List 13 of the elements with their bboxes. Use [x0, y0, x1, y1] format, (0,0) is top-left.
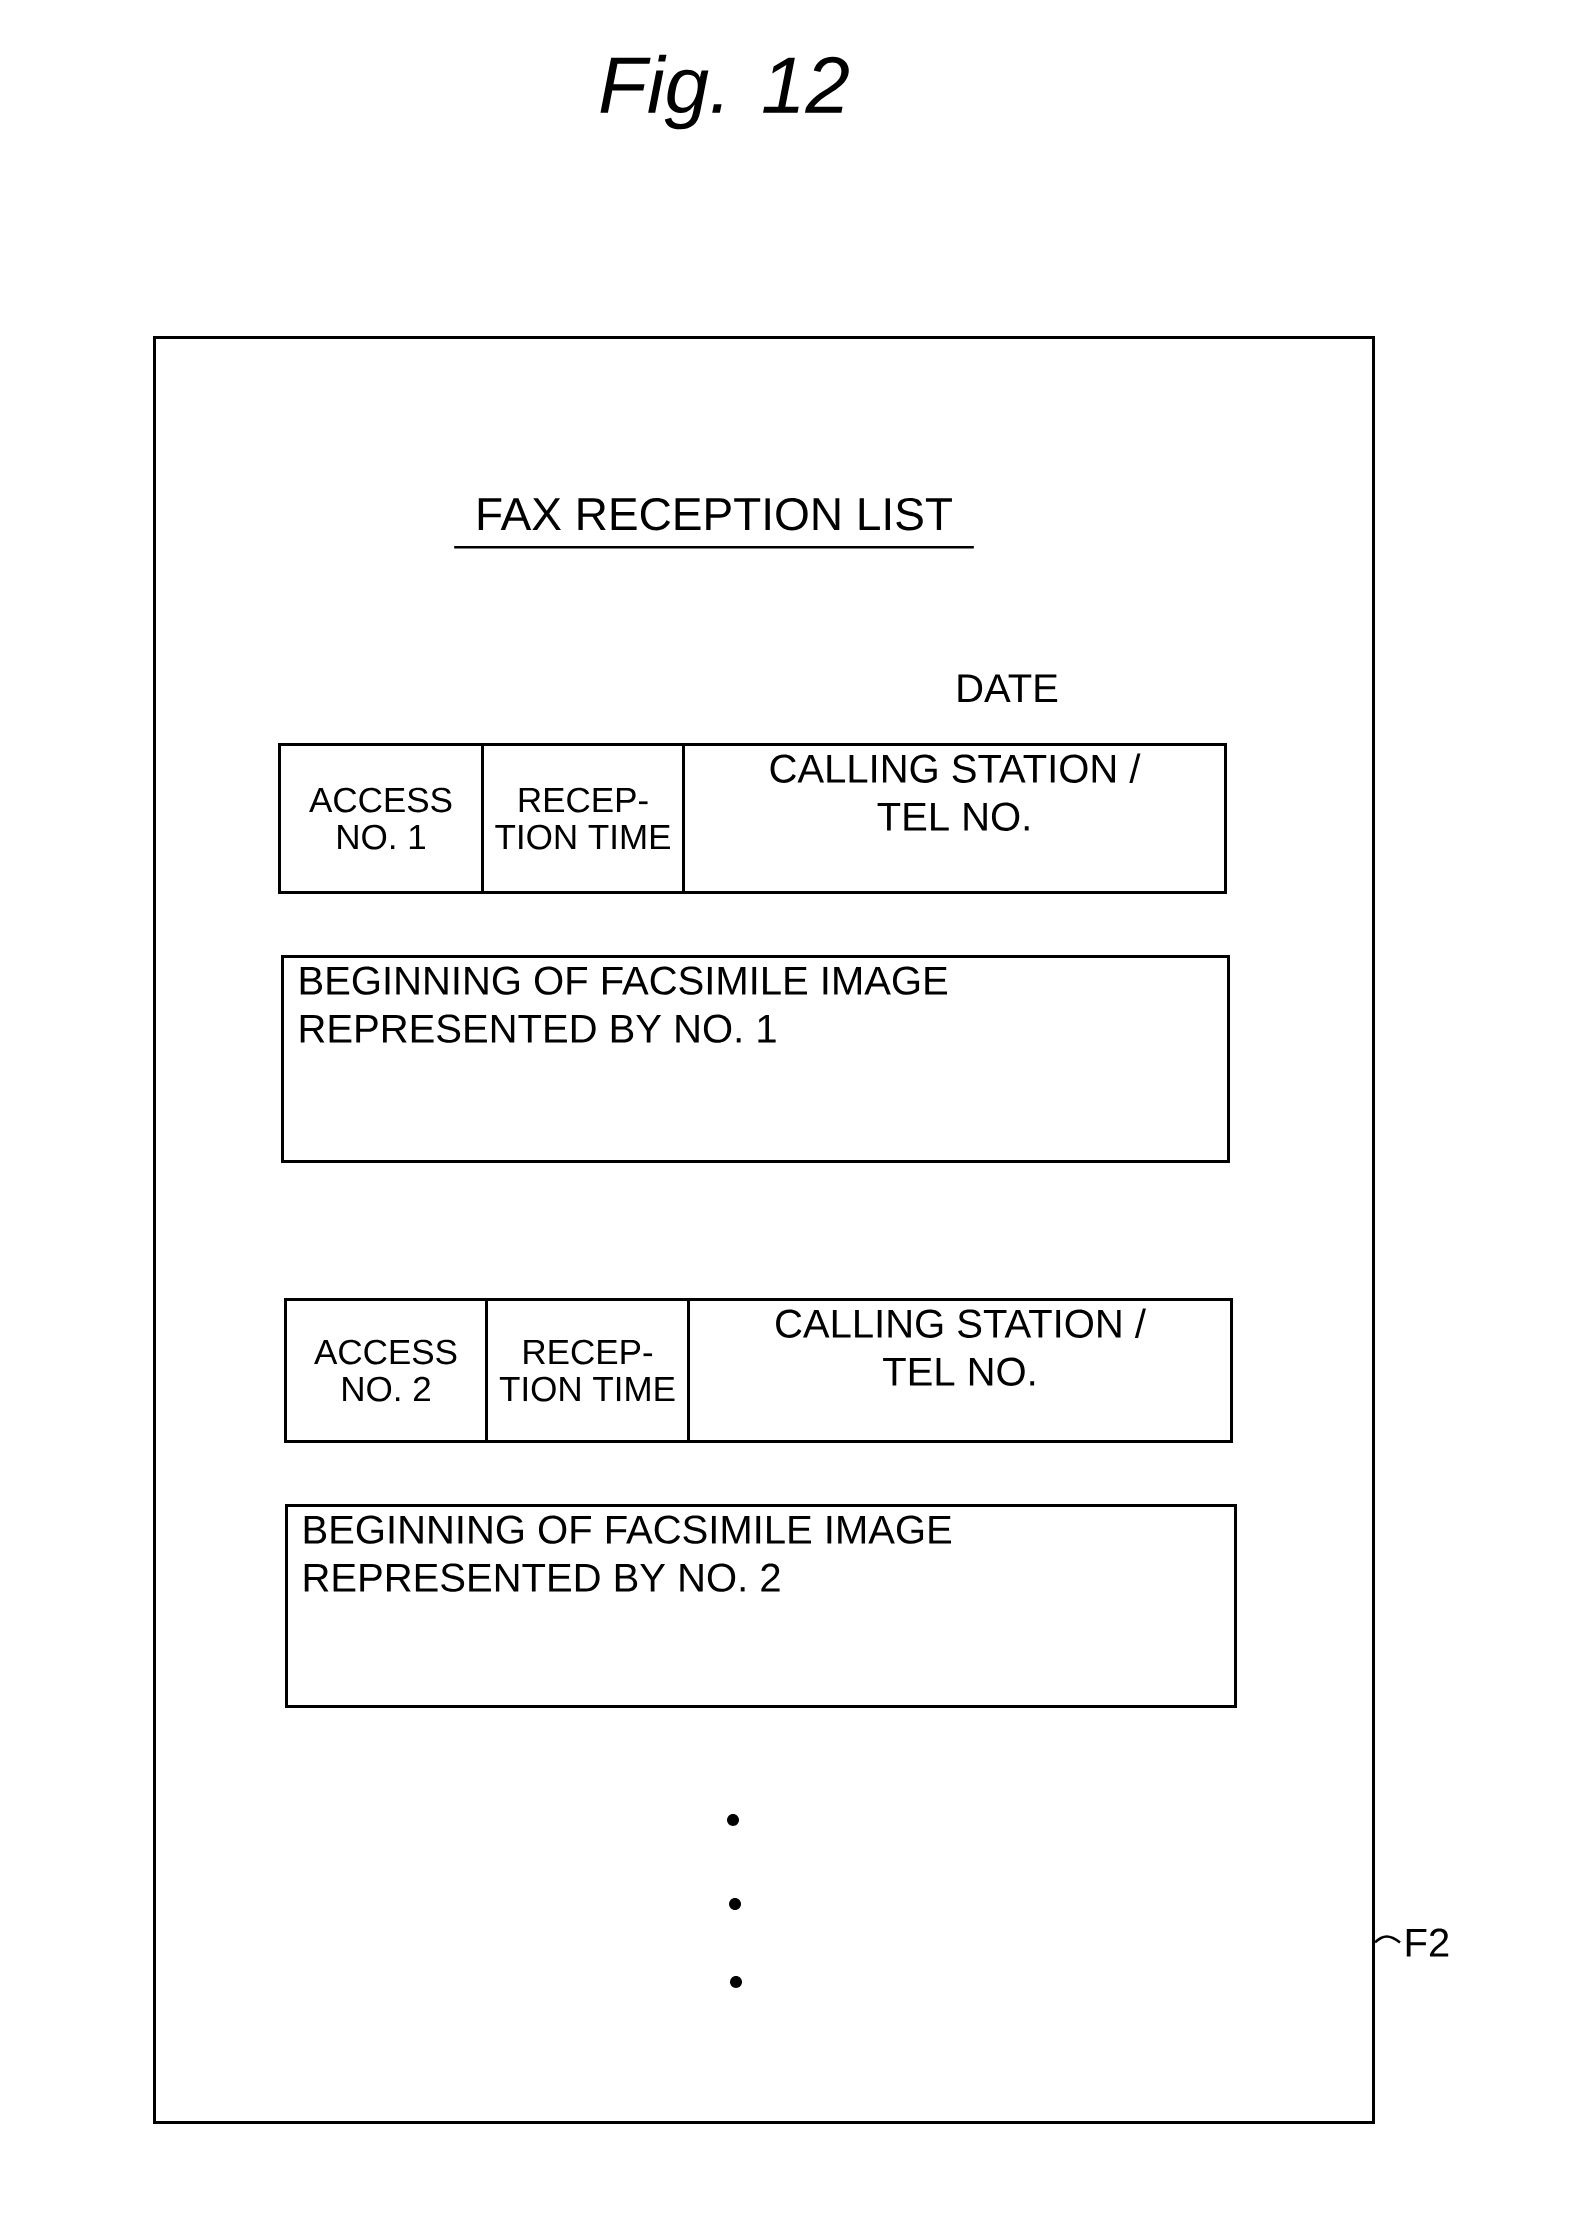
date-label: DATE	[958, 674, 1058, 702]
figure-title: Fig. 12	[600, 54, 849, 130]
table-cell: ACCESS NO. 1	[278, 743, 484, 894]
table-cell: CALLING STATION / TEL NO.	[682, 743, 1227, 894]
image-area-box: BEGINNING OF FACSIMILE IMAGE REPRESENTED BY NO. 1	[281, 955, 1230, 1163]
table-cell: RECEP- TION TIME	[481, 743, 685, 894]
image-area-box: BEGINNING OF FACSIMILE IMAGE REPRESENTED BY NO. 2	[285, 1504, 1237, 1708]
reference-label: F2	[1406, 1928, 1449, 1957]
table-cell: CALLING STATION / TEL NO.	[687, 1298, 1233, 1443]
list-heading: FAX RECEPTION LIST	[454, 497, 974, 549]
leader-line	[1374, 1935, 1401, 1944]
table-cell: ACCESS NO. 2	[284, 1298, 488, 1443]
table-cell: RECEP- TION TIME	[485, 1298, 690, 1443]
